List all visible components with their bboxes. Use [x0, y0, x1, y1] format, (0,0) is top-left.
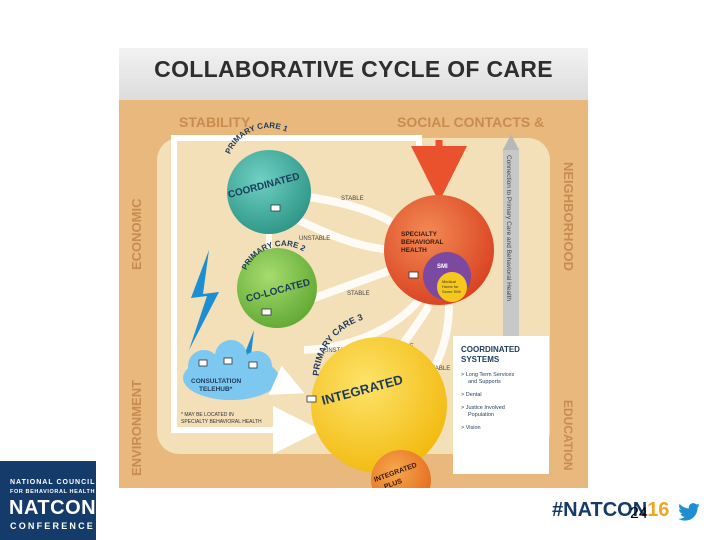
- label-stable-2: STABLE: [347, 291, 370, 297]
- computer-icon: [248, 361, 258, 369]
- coordinated-systems-title-1: COORDINATED: [461, 345, 520, 354]
- computer-icon: [223, 357, 233, 365]
- connection-label: Connection to Primary Care and Behaviora…: [505, 155, 512, 301]
- cs-item: > Long Term Services: [461, 372, 514, 378]
- primary-care-3-node: [311, 337, 447, 473]
- sbh-label-line2: BEHAVIORAL: [401, 239, 444, 246]
- border-label-environment: ENVIRONMENT: [129, 380, 144, 476]
- integrated-plus-line2: PLUS: [383, 478, 403, 488]
- cs-item: > Dental: [461, 392, 482, 398]
- twitter-bird-icon: [678, 503, 700, 521]
- computer-icon: [198, 359, 208, 367]
- cs-item: Population: [468, 412, 494, 418]
- sbh-label-line3: HEALTH: [401, 247, 427, 254]
- svg-text:Home for: Home for: [442, 284, 459, 289]
- cs-item: > Justice Involved: [461, 405, 505, 411]
- cs-item: > Vision: [461, 425, 481, 431]
- border-label-stability: STABILITY: [179, 114, 251, 130]
- natcon-logo: NATIONAL COUNCIL FOR BEHAVIORAL HEALTH N…: [0, 461, 96, 540]
- footnote-line1: * MAY BE LOCATED IN: [181, 412, 234, 418]
- integrated-plus-node: [371, 450, 431, 488]
- sbh-label-line1: SPECIALTY: [401, 231, 438, 238]
- page-title: COLLABORATIVE CYCLE OF CARE: [154, 56, 553, 82]
- primary-care-2-node: [237, 248, 317, 328]
- border-label-neighborhood: NEIGHBORHOOD: [561, 162, 576, 271]
- border-label-social-contacts: SOCIAL CONTACTS &: [397, 114, 544, 130]
- computer-icon: [408, 271, 419, 279]
- consultation-label-line2: TELEHUB*: [199, 386, 233, 393]
- consultation-label-line1: CONSULTATION: [191, 378, 241, 385]
- border-label-education: EDUCATION: [561, 400, 575, 470]
- border-label-economic: ECONOMIC: [129, 198, 144, 270]
- cs-item: and Supports: [468, 379, 501, 385]
- smi-label: SMI: [437, 264, 448, 270]
- svg-text:Some SMI: Some SMI: [442, 289, 461, 294]
- footnote-line2: SPECIALTY BEHAVIORAL HEALTH: [181, 419, 262, 425]
- cycle-diagram: ECONOMIC STABILITY SOCIAL CONTACTS & NEI…: [119, 100, 588, 488]
- computer-icon: [261, 308, 272, 316]
- medical-home-node: [437, 272, 467, 302]
- coordinated-systems-box: [453, 336, 549, 474]
- cycle-of-care-figure: COLLABORATIVE CYCLE OF CARE: [119, 48, 588, 488]
- hashtag: #NATCON16: [552, 499, 670, 521]
- lightning-icon: [189, 250, 219, 350]
- coordinated-systems-title-2: SYSTEMS: [461, 355, 500, 364]
- computer-icon: [270, 204, 281, 212]
- title-band: COLLABORATIVE CYCLE OF CARE: [119, 48, 588, 100]
- primary-care-1-node: [227, 150, 311, 234]
- label-stable-1: STABLE: [341, 196, 364, 202]
- arrow-sbh-to-pc2: [303, 297, 423, 354]
- page-number: 24: [630, 505, 648, 522]
- svg-text:Medical: Medical: [442, 279, 456, 284]
- label-unstable-1: UNSTABLE: [299, 236, 330, 242]
- computer-icon: [306, 395, 317, 403]
